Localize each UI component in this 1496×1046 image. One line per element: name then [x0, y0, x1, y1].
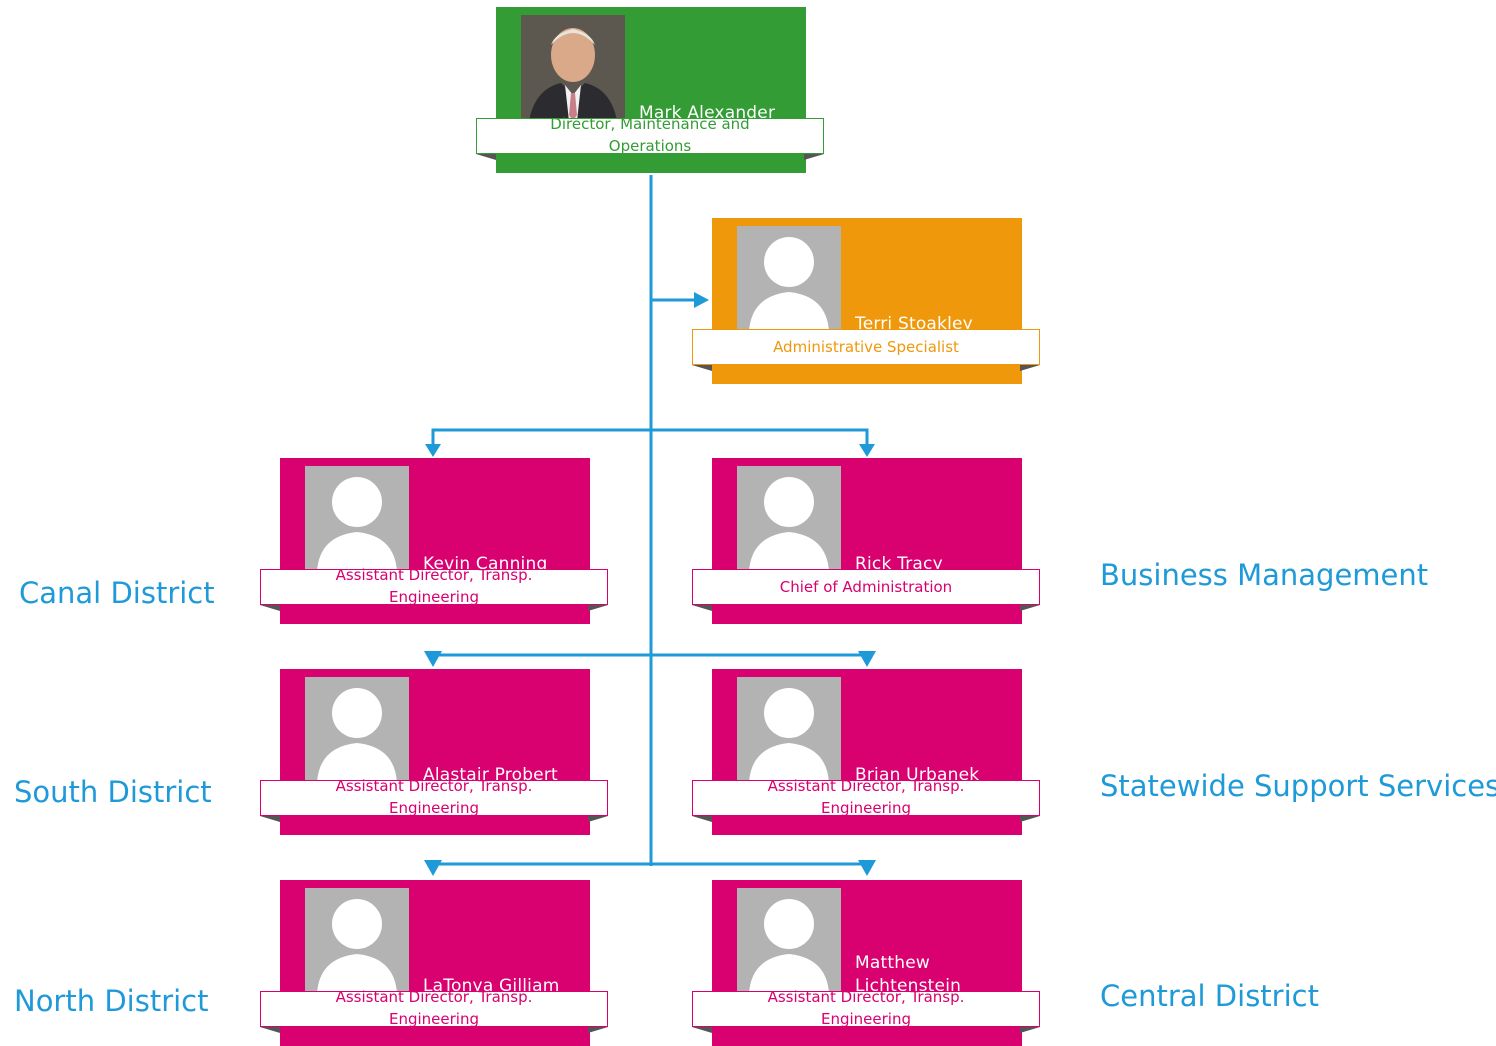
group-label-business-management: Business Management: [1100, 558, 1429, 592]
avatar-placeholder-icon: [305, 677, 409, 783]
title-banner: Assistant Director, Transp. Engineering: [692, 988, 1040, 1033]
person-title: Chief of Administration: [779, 578, 953, 596]
org-card-assistant[interactable]: Terri Stoakley Administrative Specialist: [692, 218, 1040, 384]
org-card-report[interactable]: Brian Urbanek Assistant Director, Transp…: [692, 669, 1040, 835]
person-title: Assistant Director, Transp. Engineering: [335, 988, 533, 1026]
title-banner: Administrative Specialist: [692, 329, 1040, 371]
arrow-matthew: [858, 860, 876, 876]
group-label-north-district: North District: [14, 984, 209, 1018]
org-card-report[interactable]: Alastair Probert Assistant Director, Tra…: [260, 669, 608, 835]
arrow-kevin: [425, 444, 441, 457]
avatar-placeholder-icon: [305, 888, 409, 994]
person-title: Director, Maintenance and Operations: [550, 115, 750, 153]
avatar-placeholder-icon: [305, 466, 409, 572]
title-banner: Assistant Director, Transp. Engineering: [260, 566, 608, 611]
person-title: Assistant Director, Transp. Engineering: [335, 777, 533, 815]
group-label-statewide-support-services: Statewide Support Services: [1100, 769, 1496, 803]
person-title: Administrative Specialist: [773, 338, 959, 356]
title-banner: Director, Maintenance and Operations: [476, 115, 824, 160]
avatar-placeholder-icon: [737, 677, 841, 783]
branch-row1: [431, 428, 869, 446]
portrait-photo: [521, 15, 625, 121]
group-label-central-district: Central District: [1100, 979, 1319, 1013]
person-title: Assistant Director, Transp. Engineering: [335, 566, 533, 604]
person-title: Assistant Director, Transp. Engineering: [767, 777, 965, 815]
title-banner: Assistant Director, Transp. Engineering: [260, 777, 608, 822]
group-label-south-district: South District: [14, 775, 212, 809]
org-card-report[interactable]: Kevin Canning Assistant Director, Transp…: [260, 458, 608, 624]
arrow-rick: [859, 444, 875, 457]
avatar-placeholder-icon: [737, 466, 841, 572]
title-banner: Assistant Director, Transp. Engineering: [692, 777, 1040, 822]
title-banner: Assistant Director, Transp. Engineering: [260, 988, 608, 1033]
org-card-report[interactable]: Matthew Lichtenstein Assistant Director,…: [692, 880, 1040, 1046]
org-card-report[interactable]: Rick Tracy Chief of Administration: [692, 458, 1040, 624]
org-card-report[interactable]: LaTonya Gilliam Assistant Director, Tran…: [260, 880, 608, 1046]
group-label-canal-district: Canal District: [19, 576, 215, 610]
avatar-placeholder-icon: [737, 888, 841, 994]
title-banner: Chief of Administration: [692, 569, 1040, 611]
arrow-brian: [858, 651, 876, 667]
arrow-alastair: [424, 651, 442, 667]
org-card-root[interactable]: Mark Alexander Director, Maintenance and…: [476, 7, 824, 173]
person-title: Assistant Director, Transp. Engineering: [767, 988, 965, 1026]
arrow-latonya: [424, 860, 442, 876]
avatar-placeholder-icon: [737, 226, 841, 332]
arrow-assistant: [694, 292, 709, 308]
